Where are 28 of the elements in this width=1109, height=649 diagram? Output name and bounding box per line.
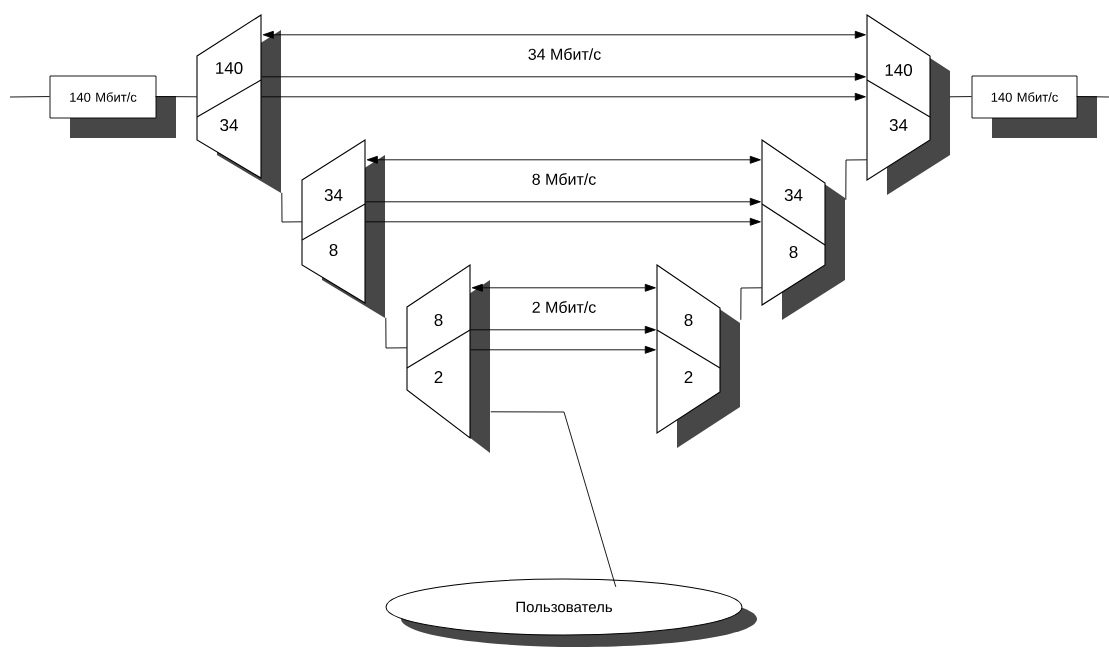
edge-label: 34 Мбит/с <box>526 47 603 61</box>
connector <box>365 217 761 226</box>
connector <box>261 92 866 101</box>
connector <box>155 96 198 98</box>
connector <box>471 283 656 292</box>
multiplexer: 34 8 <box>301 139 385 318</box>
connector <box>365 197 761 206</box>
connector <box>949 96 972 98</box>
multiplexer: 140 34 <box>196 14 281 193</box>
connector <box>385 317 408 349</box>
connector <box>281 192 303 223</box>
rate-box: 140 Мбит/с <box>971 75 1097 138</box>
connector <box>470 345 656 354</box>
connector <box>845 159 868 201</box>
multiplexer: 140 34 <box>866 14 950 195</box>
edge-label: 2 Мбит/с <box>530 300 598 314</box>
connector <box>1076 96 1109 98</box>
connector <box>740 287 763 321</box>
connector <box>490 411 617 588</box>
connector <box>366 155 761 164</box>
connector <box>470 325 656 334</box>
node-label: Пользователь <box>516 601 613 613</box>
connector <box>261 72 866 81</box>
edge-label: 8 Мбит/с <box>530 172 598 186</box>
rate-box: 140 Мбит/с <box>49 75 176 138</box>
multiplexer: 8 2 <box>406 264 490 453</box>
connector <box>9 96 50 98</box>
connector <box>262 30 866 39</box>
